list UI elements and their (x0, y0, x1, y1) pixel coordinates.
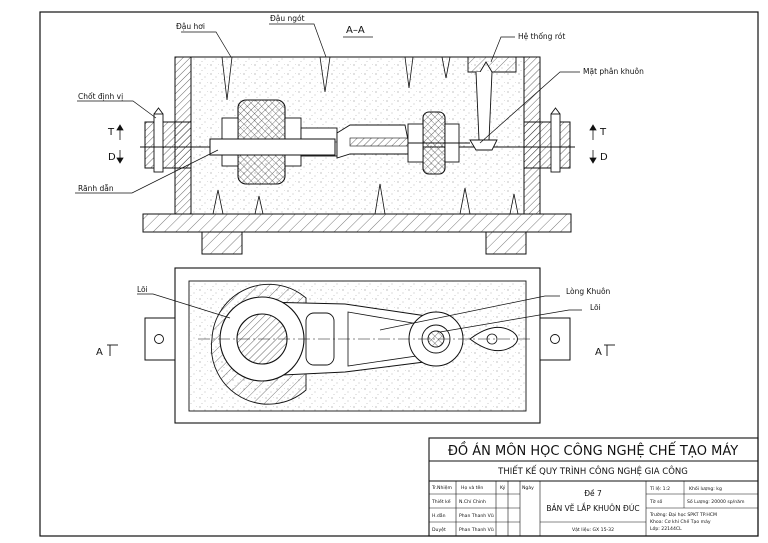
subtitle: THIẾT KẾ QUY TRÌNH CÔNG NGHỆ GIA CÔNG (497, 465, 688, 477)
label-loi-left: Lõi (137, 285, 148, 294)
header-ngay: Ngày (522, 484, 534, 491)
pouring-system (467, 57, 517, 151)
label-dau-ngot: Đậu ngót (270, 14, 305, 23)
title-block-text: ĐỒ ÁN MÔN HỌC CÔNG NGHỆ CHẾ TẠO MÁY THIẾ… (431, 442, 745, 533)
row-name: Phan Thanh Vũ (459, 527, 494, 533)
class: Lớp: 22144CL (650, 525, 682, 532)
label-t-right: T (599, 127, 607, 138)
base-foot-left (201, 231, 243, 255)
ear-right (539, 317, 571, 361)
row-role: Duyệt (432, 526, 446, 533)
locating-pin-right (550, 113, 561, 173)
base-plate (142, 213, 572, 233)
sheet-border (39, 11, 759, 537)
label-a-left: A (96, 347, 103, 358)
header-nhiem-vu: Tr.Nhiệm (431, 484, 453, 491)
quantity: Số Lượng: 20000 sp/năm (687, 498, 745, 505)
title-block (428, 437, 759, 537)
flange-left (144, 121, 192, 169)
label-ranh-dan: Rãnh dẫn (78, 184, 114, 193)
label-a-right: A (595, 347, 602, 358)
row-name: N.Chí Chinh (459, 498, 486, 505)
drawing-number: Đề 7 (584, 489, 602, 498)
plan-view: Lõi Lòng Khuôn Lõi A A (96, 267, 615, 424)
school: Trường: Đại học SPKT TP.HCM (649, 511, 717, 518)
label-loi-right: Lõi (590, 303, 601, 312)
base-foot-right (485, 231, 527, 255)
header-ky: Ký (500, 484, 506, 491)
label-t-left: T (107, 127, 115, 138)
label-dau-hoi: Đậu hơi (176, 22, 205, 31)
section-label: A–A (346, 25, 365, 36)
row-role: Thiết kế (431, 498, 451, 505)
drawing-title: BẢN VẼ LẮP KHUÔN ĐÚC (546, 503, 639, 513)
flange-right (523, 121, 571, 169)
faculty: Khoa: Cơ khí Chế Tạo máy (650, 518, 711, 525)
label-long-khuon: Lòng Khuôn (566, 287, 611, 296)
sheet-number: Tờ số (649, 498, 662, 505)
label-d-left: D (108, 152, 116, 163)
label-d-right: D (600, 152, 608, 163)
core-left (209, 138, 336, 156)
locating-pin-left (153, 113, 164, 173)
label-he-thong-rot: Hệ thống rót (518, 32, 565, 41)
scale: Tỉ lệ: 1:2 (649, 485, 670, 492)
label-chot-dinh-vi: Chốt định vị (78, 92, 123, 101)
row-role: H.dẫn (432, 512, 446, 519)
material: Vật liệu: GX 15-32 (572, 526, 614, 533)
ear-left (144, 317, 176, 361)
row-name: Phan Thanh Vũ (459, 513, 494, 519)
header-ho-ten: Họ và tên (461, 484, 483, 491)
main-title: ĐỒ ÁN MÔN HỌC CÔNG NGHỆ CHẾ TẠO MÁY (448, 442, 738, 459)
weight: Khối lượng: kg (689, 485, 722, 492)
label-mat-phan-khuon: Mặt phân khuôn (583, 67, 644, 76)
section-view: A–A Đậu hơi Đậu ngót Hệ thống rót Mặt ph… (75, 14, 644, 255)
